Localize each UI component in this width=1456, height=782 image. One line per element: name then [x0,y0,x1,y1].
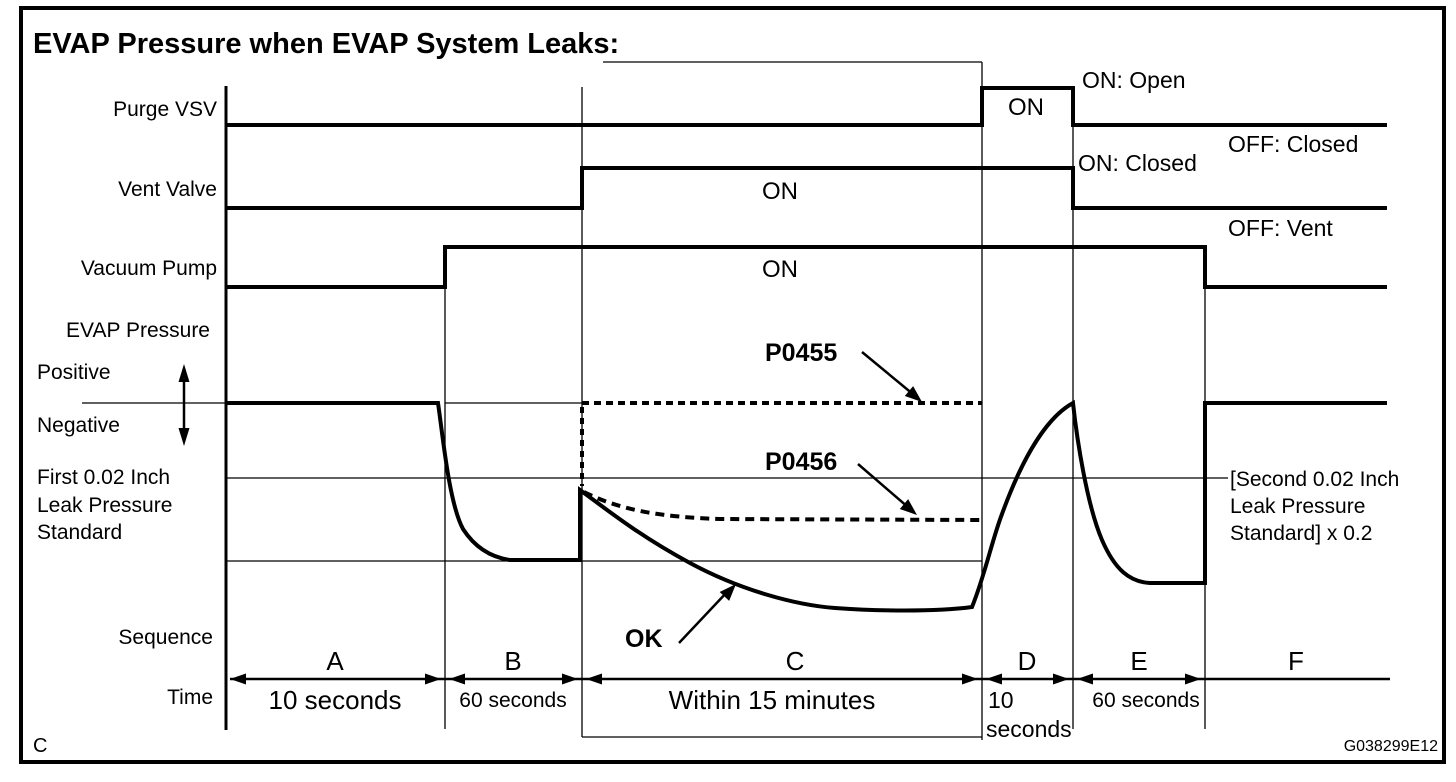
p0456-arrow-icon [899,499,917,515]
figure-border [19,6,1446,764]
sequence-step-f: F [1288,646,1304,676]
ok-label: OK [625,625,663,653]
evap-pressure-trace [226,399,1387,613]
legend-vent-off: OFF: Vent [1228,215,1333,241]
sequence-step-a: A [326,646,344,676]
p0455-arrow-shaft [861,351,915,396]
sequence-step-b: B [504,646,521,676]
time-arrow-c-left-icon [586,673,602,685]
positive-label: Positive [37,361,111,384]
sequence-step-c: C [786,646,805,676]
p0455-arrow-icon [904,386,922,402]
time-arrow-d-right-icon [1053,673,1069,685]
duration-c: Within 15 minutes [669,685,876,715]
vacuum-on-text: ON [762,256,798,283]
time-arrow-a-left-icon [230,673,246,685]
pressure-direction-arrow-icon [178,364,190,446]
purge-on-text: ON [1008,94,1044,121]
figure-id: G038299E12 [1344,738,1438,755]
second-standard-line1: [Second 0.02 Inch [1230,468,1399,491]
p0456-arrow-shaft [857,463,910,509]
time-label: Time [167,686,213,709]
legend-vent-on: ON: Closed [1078,150,1197,176]
time-arrow-d-left-icon [986,673,1002,685]
arrow-up-icon [178,364,190,382]
ok-arrow-icon [719,584,736,601]
sequence-step-e: E [1130,646,1147,676]
duration-a: 10 seconds [269,685,402,715]
time-span-arrows [230,673,1390,685]
signal-traces [226,86,1387,613]
sequence-step-d: D [1018,646,1037,676]
purge-vsv-trace [226,86,1387,127]
legend-purge-off: OFF: Closed [1228,131,1358,157]
second-standard-line3: Standard] x 0.2 [1230,522,1372,545]
evap-pressure-label: EVAP Pressure [66,319,210,342]
vacuum-pump-label: Vacuum Pump [81,257,217,280]
duration-d-line2: seconds [986,716,1072,742]
time-arrow-a-right-icon [425,673,441,685]
p0456-code-label: P0456 [765,448,837,476]
first-standard-line1: First 0.02 Inch [37,466,170,489]
duration-b: 60 seconds [459,689,566,712]
ok-arrow-shaft [678,590,729,644]
vent-on-text: ON [762,178,798,205]
arrow-down-icon [178,428,190,446]
duration-d-line1: 10 [988,687,1014,713]
second-standard-line2: Leak Pressure [1230,495,1365,518]
sequence-label: Sequence [118,626,213,649]
time-arrow-e-left-icon [1077,673,1093,685]
legend-purge-on: ON: Open [1082,67,1186,93]
figure-title: EVAP Pressure when EVAP System Leaks: [33,28,619,60]
time-arrow-c-right-icon [962,673,978,685]
vacuum-pump-trace [226,245,1387,289]
negative-label: Negative [37,414,120,437]
duration-e: 60 seconds [1092,689,1199,712]
annotation-arrows [678,351,922,644]
time-arrow-b-left-icon [449,673,465,685]
corner-mark: C [33,735,47,757]
time-arrow-e-right-icon [1185,673,1201,685]
first-standard-line2: Leak Pressure [37,494,172,517]
vent-valve-trace [226,166,1387,210]
time-arrow-b-right-icon [562,673,578,685]
first-standard-line3: Standard [37,521,122,544]
purge-vsv-label: Purge VSV [113,98,217,121]
p0456-dashed-curve [583,490,983,522]
p0455-code-label: P0455 [765,339,837,367]
vent-valve-label: Vent Valve [118,178,217,201]
failure-traces [580,401,983,522]
